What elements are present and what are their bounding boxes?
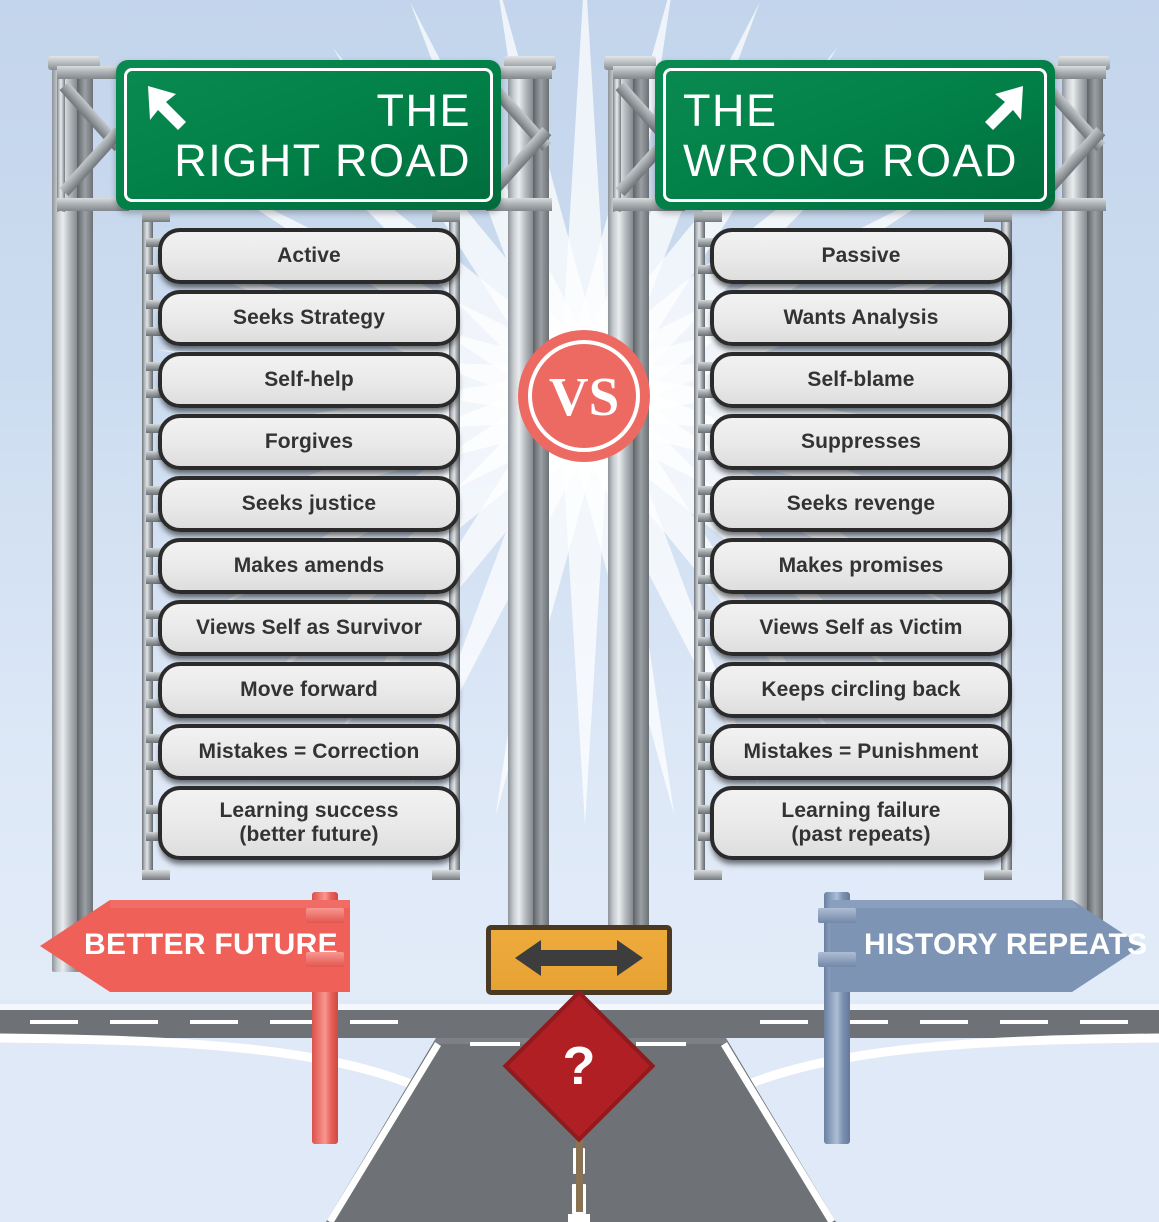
list-item[interactable]: Makes promises xyxy=(710,538,1012,594)
ladder-rung xyxy=(146,451,170,460)
ladder-rung xyxy=(698,389,722,398)
list-item[interactable]: Suppresses xyxy=(710,414,1012,470)
list-item-label-line1: Learning failure xyxy=(781,799,941,822)
ladder-rung xyxy=(698,513,722,522)
ladder-rail-cap xyxy=(142,212,170,222)
ladder-rung xyxy=(146,699,170,708)
vs-label: VS xyxy=(548,365,620,427)
list-item[interactable]: Seeks justice xyxy=(158,476,460,532)
ladder-rung xyxy=(146,761,170,770)
list-item-label: Keeps circling back xyxy=(761,678,961,701)
list-item[interactable]: Self-help xyxy=(158,352,460,408)
right-sign-line1: THE xyxy=(683,85,778,136)
list-item-label: Seeks justice xyxy=(241,492,377,515)
better-future-banner: BETTER FUTURE xyxy=(40,900,350,992)
right-road-sign: THE WRONG ROAD xyxy=(655,60,1055,210)
list-item-label: Views Self as Survivor xyxy=(196,616,422,639)
left-sign-line1: THE xyxy=(376,85,471,136)
ladder-rail-cap xyxy=(984,870,1012,880)
ladder-rail-cap xyxy=(984,212,1012,222)
history-repeats-label: HISTORY REPEATS xyxy=(864,928,1148,961)
better-future-label: BETTER FUTURE xyxy=(84,928,338,961)
history-repeats-pole-collar-top xyxy=(818,908,856,923)
better-future-pole-collar-top xyxy=(306,908,344,923)
sunburst-ray xyxy=(559,0,611,395)
vs-badge: VS xyxy=(518,330,650,462)
crossroad-direction-sign xyxy=(486,925,672,995)
list-item[interactable]: Views Self as Victim xyxy=(710,600,1012,656)
history-repeats-banner: HISTORY REPEATS xyxy=(830,900,1147,992)
list-item-label: Passive xyxy=(821,244,901,267)
list-item[interactable]: Mistakes = Punishment xyxy=(710,724,1012,780)
list-item-label: Makes promises xyxy=(778,554,944,577)
list-item-label-line2: (better future) xyxy=(239,823,379,846)
left-road-sign: THE RIGHT ROAD xyxy=(116,60,501,210)
list-item[interactable]: Active xyxy=(158,228,460,284)
ladder-rung xyxy=(146,265,170,274)
list-item[interactable]: Passive xyxy=(710,228,1012,284)
list-item-label: Self-help xyxy=(264,368,354,391)
ladder-rung xyxy=(146,637,170,646)
ladder-rail-cap xyxy=(142,870,170,880)
ladder-rung xyxy=(698,451,722,460)
list-item[interactable]: Self-blame xyxy=(710,352,1012,408)
list-item-label: Views Self as Victim xyxy=(759,616,963,639)
ladder-rung xyxy=(146,513,170,522)
list-item-label: Active xyxy=(277,244,341,267)
list-item-label: Seeks Strategy xyxy=(233,306,385,329)
ladder-rung xyxy=(698,575,722,584)
list-item[interactable]: Keeps circling back xyxy=(710,662,1012,718)
ladder-rung xyxy=(698,761,722,770)
list-item-label: Mistakes = Correction xyxy=(198,740,420,763)
ladder-rail-cap xyxy=(694,870,722,880)
right-sign-line2: WRONG ROAD xyxy=(683,135,1018,186)
ladder-rail-cap xyxy=(694,212,722,222)
list-item[interactable]: Makes amends xyxy=(158,538,460,594)
ladder-rung xyxy=(698,265,722,274)
list-item[interactable]: Wants Analysis xyxy=(710,290,1012,346)
list-item[interactable]: Learning success(better future) xyxy=(158,786,460,860)
ladder-rung xyxy=(146,327,170,336)
ladder-rail-cap xyxy=(432,212,460,222)
question-mark-label: ? xyxy=(562,1036,596,1096)
list-item[interactable]: Move forward xyxy=(158,662,460,718)
ladder-rung xyxy=(698,637,722,646)
list-item[interactable]: Learning failure(past repeats) xyxy=(710,786,1012,860)
ladder-rung xyxy=(698,327,722,336)
list-item-label: Self-blame xyxy=(807,368,915,391)
list-item-label: Seeks revenge xyxy=(786,492,936,515)
ladder-rung xyxy=(146,575,170,584)
list-item-label: Mistakes = Punishment xyxy=(743,740,979,763)
list-item-label: Learning success(better future) xyxy=(219,799,398,847)
ladder-rail xyxy=(142,212,153,878)
list-item-label: Wants Analysis xyxy=(783,306,939,329)
list-item-label: Learning failure(past repeats) xyxy=(781,799,940,847)
double-arrow-left-right-icon xyxy=(515,937,643,984)
arrow-up-left-icon xyxy=(140,80,198,143)
list-item-label-line1: Learning success xyxy=(219,799,399,822)
list-item[interactable]: Seeks revenge xyxy=(710,476,1012,532)
list-item-label: Forgives xyxy=(264,430,354,453)
list-item[interactable]: Mistakes = Correction xyxy=(158,724,460,780)
ladder-rail xyxy=(694,212,705,878)
ladder-rail-cap xyxy=(432,870,460,880)
list-item[interactable]: Seeks Strategy xyxy=(158,290,460,346)
better-future-pole-collar-bottom xyxy=(306,952,344,967)
list-item-label: Makes amends xyxy=(233,554,385,577)
list-item[interactable]: Forgives xyxy=(158,414,460,470)
ladder-rung xyxy=(146,389,170,398)
ladder-rung xyxy=(698,699,722,708)
left-sign-line2: RIGHT ROAD xyxy=(174,135,471,186)
list-item-label-line2: (past repeats) xyxy=(791,823,931,846)
history-repeats-pole-collar-bottom xyxy=(818,952,856,967)
list-item-label: Suppresses xyxy=(800,430,922,453)
list-item[interactable]: Views Self as Survivor xyxy=(158,600,460,656)
list-item-label: Move forward xyxy=(240,678,378,701)
arrow-up-right-icon xyxy=(973,80,1031,143)
